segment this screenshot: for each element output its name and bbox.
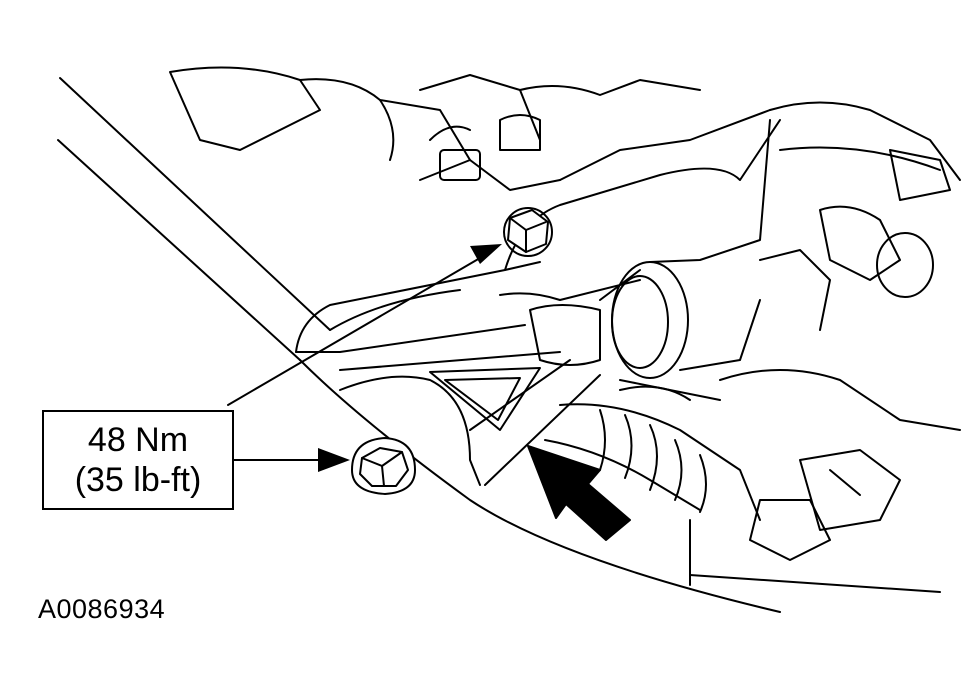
- torque-imperial: (35 lb-ft): [74, 461, 202, 499]
- arrowheads: [318, 244, 502, 472]
- upper-bolt-icon: [503, 207, 553, 257]
- torque-metric: 48 Nm: [87, 421, 189, 459]
- leader-lines: [227, 257, 481, 461]
- frame-rail: [57, 77, 941, 613]
- direction-arrow-icon: [527, 445, 631, 541]
- figure-id: A0086934: [38, 594, 166, 624]
- lower-bolt-arrowhead: [318, 448, 350, 472]
- torque-callout: 48 Nm (35 lb-ft): [42, 410, 234, 510]
- steering-boot: [544, 385, 761, 521]
- crossmember-bracket: [719, 101, 961, 561]
- upper-housing: [169, 66, 771, 191]
- lower-bolt-icon: [351, 437, 416, 495]
- control-arm: [295, 261, 601, 486]
- bushing-assembly: [499, 119, 781, 401]
- upper-bolt-arrowhead: [470, 244, 502, 264]
